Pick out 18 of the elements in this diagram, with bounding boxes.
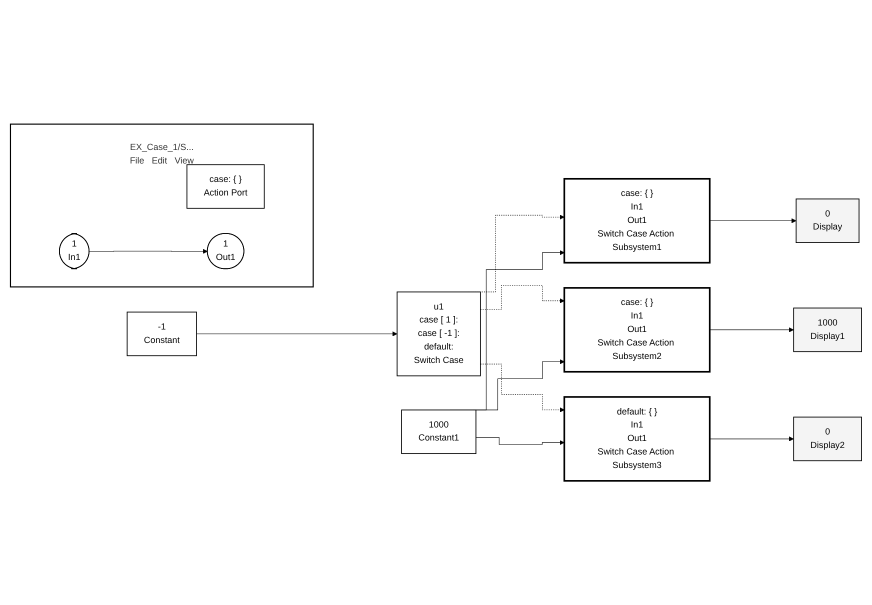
arrow <box>89 248 208 254</box>
node-box: case: { } In1 Out1 Switch Case Action Subsystem1 <box>563 178 711 264</box>
node-box: 0 Display <box>796 198 860 243</box>
arrow <box>709 327 794 332</box>
node-box: default: { } In1 Out1 Switch Case Action Subsystem3 <box>563 396 711 482</box>
arrow <box>480 364 565 412</box>
node-box: u1 case [ 1 ]: case [ -1 ]: default: Switch Case <box>396 292 481 376</box>
node-box: case: { } In1 Out1 Switch Case Action Subsystem2 <box>563 287 711 373</box>
arrow <box>196 331 398 336</box>
arrow <box>709 218 796 224</box>
node-box: 1000 Constant1 <box>401 410 476 454</box>
arrow <box>476 437 565 446</box>
node-box: 0 Display2 <box>793 416 862 462</box>
node-box: case: { } Action Port <box>186 164 265 209</box>
node-box: 1000 Display1 <box>793 308 862 352</box>
arrow <box>480 285 565 310</box>
arrow <box>709 436 794 442</box>
node-box: -1 Constant <box>126 312 197 356</box>
